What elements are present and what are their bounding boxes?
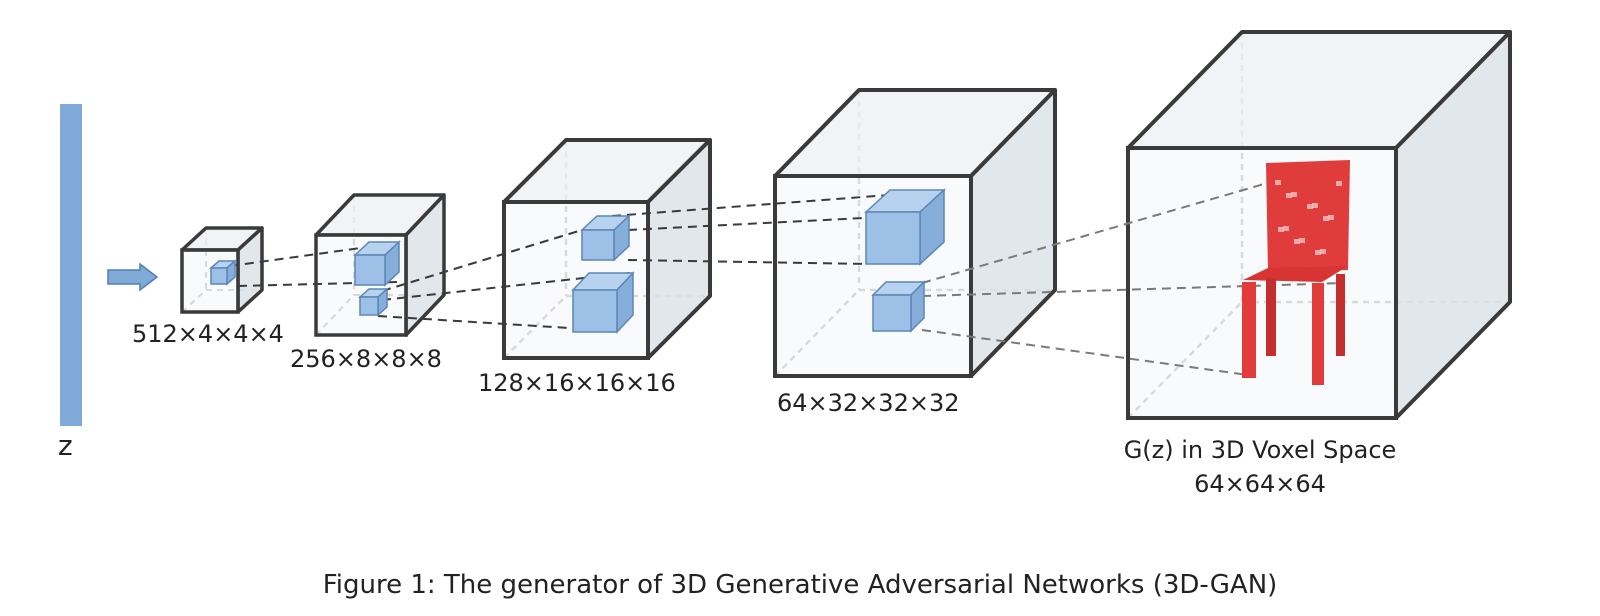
latent-vector-bar (60, 104, 82, 426)
output-label-line2: 64×64×64 (1194, 469, 1326, 498)
kernel-cube-1 (209, 259, 237, 286)
connector-3c (627, 259, 867, 265)
kernel-cube-4a (864, 188, 946, 266)
connector-4c (921, 329, 1249, 376)
connector-2b (381, 272, 631, 301)
kernel-cube-4b (871, 280, 926, 333)
generated-chair (1242, 160, 1350, 385)
kernel-cube-3a (580, 214, 631, 262)
layer-label-1: 512×4×4×4 (132, 320, 284, 348)
figure-caption: Figure 1: The generator of 3D Generative… (322, 570, 1278, 600)
layer-label-2: 256×8×8×8 (290, 345, 442, 373)
layer-cube-1 (180, 226, 264, 314)
kernel-cube-2a (353, 240, 401, 287)
layer-label-3: 128×16×16×16 (478, 369, 676, 397)
layer-label-4: 64×32×32×32 (777, 389, 960, 417)
output-label: G(z) in 3D Voxel Space 64×64×64 (1100, 434, 1420, 501)
connector-1b (237, 281, 398, 287)
output-cube (1126, 30, 1512, 420)
layer-cube-4 (773, 88, 1057, 378)
input-arrow-icon (107, 262, 159, 292)
kernel-cube-3b (571, 271, 635, 334)
latent-label: z (58, 429, 73, 462)
output-label-line1: G(z) in 3D Voxel Space (1123, 436, 1397, 464)
kernel-cube-2b (358, 287, 389, 317)
